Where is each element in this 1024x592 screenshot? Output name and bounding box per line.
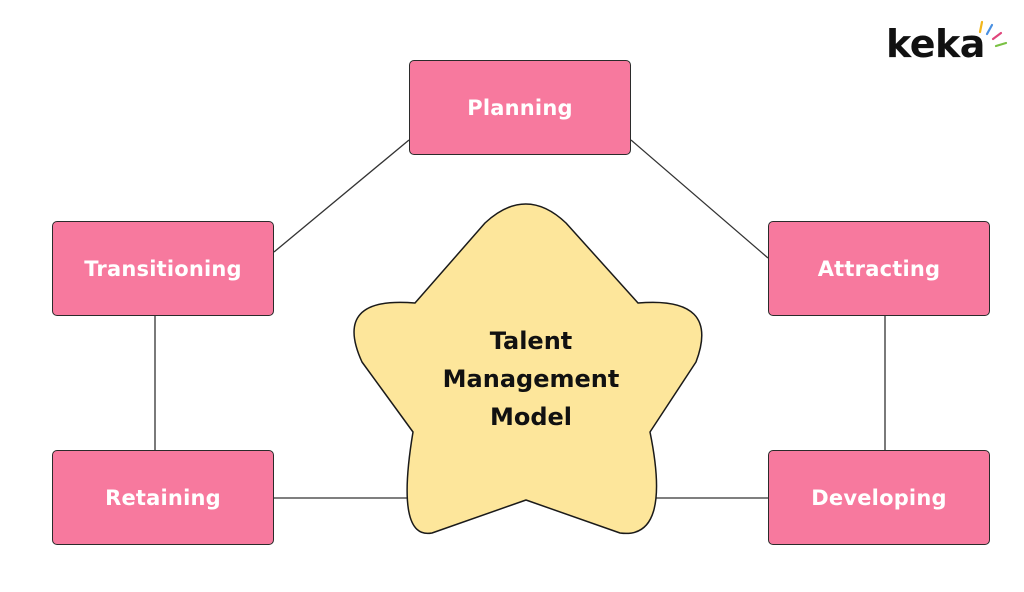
logo-ray-pink: [991, 31, 1003, 41]
keka-logo-icon: [978, 20, 1008, 48]
logo-ray-yellow: [978, 20, 984, 34]
node-retaining: Retaining: [52, 450, 274, 545]
node-developing: Developing: [768, 450, 990, 545]
center-title-line-2: Management: [442, 365, 620, 393]
node-attracting-label: Attracting: [817, 256, 941, 281]
center-title-line-1: Talent: [489, 327, 573, 355]
keka-logo-text: keka: [886, 22, 985, 66]
logo-ray-green: [994, 41, 1008, 48]
star-outline: [353, 203, 703, 535]
node-attracting: Attracting: [768, 221, 990, 316]
node-transitioning-label: Transitioning: [84, 256, 242, 281]
connector-planning-transitioning: [273, 139, 410, 253]
node-planning: Planning: [409, 60, 631, 155]
node-developing-label: Developing: [811, 485, 947, 510]
connector-planning-attracting: [630, 139, 769, 259]
center-title: Talent Management Model: [420, 322, 642, 436]
center-title-line-3: Model: [489, 403, 573, 431]
node-transitioning: Transitioning: [52, 221, 274, 316]
node-planning-label: Planning: [467, 95, 573, 120]
node-retaining-label: Retaining: [105, 485, 221, 510]
logo-ray-blue: [985, 23, 994, 36]
